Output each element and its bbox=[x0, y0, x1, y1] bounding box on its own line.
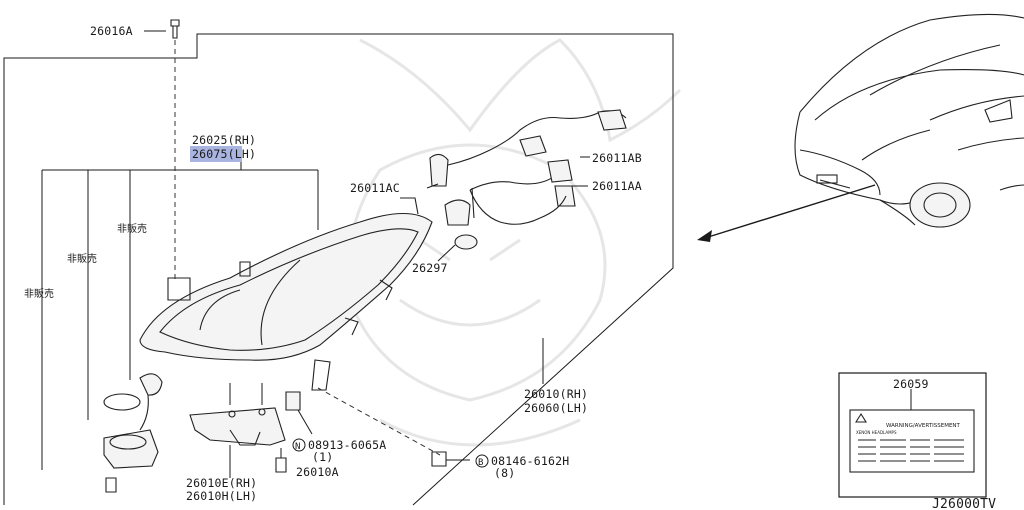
car-arrow bbox=[697, 184, 876, 242]
label-08146-qty: (8) bbox=[494, 466, 515, 480]
harness-bulbs bbox=[426, 109, 627, 262]
label-26059: 26059 bbox=[893, 377, 929, 391]
headlamp-housing bbox=[139, 197, 433, 391]
label-not-sold-3: 非販売 bbox=[24, 287, 54, 300]
label-26010H: 26010H(LH) bbox=[186, 489, 257, 503]
leader-26025 bbox=[41, 162, 319, 470]
diagram-id: J26000TV bbox=[932, 497, 996, 510]
marker-N bbox=[292, 438, 306, 452]
marker-B-text: B bbox=[478, 458, 484, 468]
label-08913: 08913-6065A bbox=[308, 438, 386, 452]
ballast-igniter bbox=[103, 373, 163, 493]
bolt-26016A bbox=[144, 19, 180, 280]
label-26011AB: 26011AB bbox=[592, 151, 642, 165]
warning-sub-text: XENON HEADLAMPS bbox=[856, 430, 897, 435]
marker-B bbox=[475, 454, 489, 468]
screw-08146 bbox=[317, 387, 470, 467]
screw-26010A bbox=[275, 448, 287, 473]
label-26010: 26010(RH) bbox=[524, 387, 588, 401]
label-26025: 26025(RH) bbox=[192, 133, 256, 147]
label-not-sold-1: 非販売 bbox=[117, 222, 147, 235]
label-26010A: 26010A bbox=[296, 465, 339, 479]
label-26011AC: 26011AC bbox=[350, 181, 400, 195]
highlight-26075 bbox=[190, 146, 242, 162]
label-26060: 26060(LH) bbox=[524, 401, 588, 415]
label-26011AA: 26011AA bbox=[592, 179, 642, 193]
label-not-sold-2: 非販売 bbox=[67, 252, 97, 265]
label-26297: 26297 bbox=[412, 261, 448, 275]
label-26075: 26075(LH) bbox=[192, 147, 256, 161]
frame-boundary bbox=[3, 33, 674, 506]
car-illustration bbox=[794, 13, 1024, 228]
label-26010E: 26010E(RH) bbox=[186, 476, 257, 490]
warning-label-box bbox=[838, 372, 987, 498]
marker-N-text: N bbox=[295, 442, 301, 452]
label-08913-qty: (1) bbox=[312, 450, 333, 464]
warning-label-text: WARNING/AVERTISSEMENT bbox=[886, 423, 961, 429]
label-26016A: 26016A bbox=[90, 24, 133, 38]
bracket-26010E bbox=[189, 383, 286, 478]
label-08146: 08146-6162H bbox=[491, 454, 569, 468]
clip-08913 bbox=[285, 391, 313, 435]
